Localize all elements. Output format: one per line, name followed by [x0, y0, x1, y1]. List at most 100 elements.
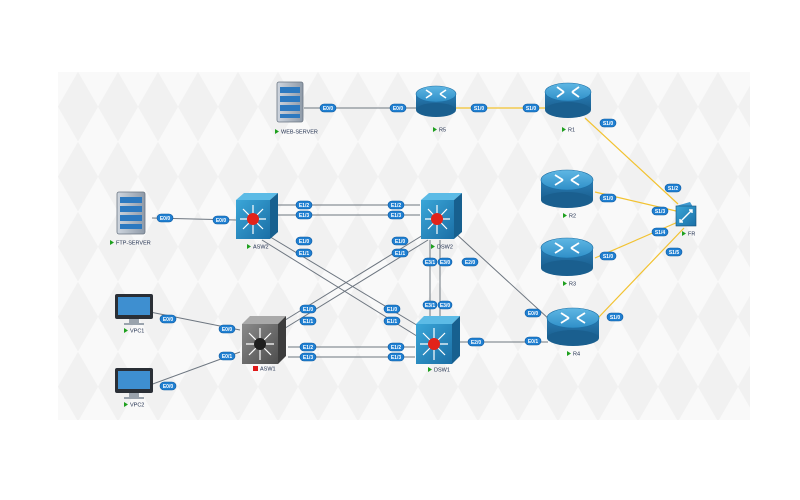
- svg-text:E0/0: E0/0: [160, 216, 171, 222]
- port-badge[interactable]: E1/0: [391, 236, 409, 246]
- port-badge[interactable]: E1/0: [299, 304, 317, 314]
- svg-text:E1/2: E1/2: [303, 345, 314, 351]
- multilayer-switch-dsw1-icon[interactable]: [416, 316, 460, 364]
- port-badge[interactable]: E1/1: [295, 248, 313, 258]
- svg-text:E0/1: E0/1: [222, 354, 233, 360]
- link-dsw2-r4[interactable]: [453, 231, 551, 321]
- label-vpc1: VPC1: [130, 329, 144, 335]
- vpc2-monitor-icon[interactable]: [115, 368, 153, 399]
- svg-text:E1/3: E1/3: [391, 213, 402, 219]
- port-badge[interactable]: E1/2: [299, 342, 317, 352]
- svg-text:E1/2: E1/2: [391, 345, 402, 351]
- port-badge[interactable]: E1/0: [383, 304, 401, 314]
- port-badge[interactable]: E1/0: [295, 236, 313, 246]
- port-badge[interactable]: E3/0: [437, 300, 453, 310]
- port-badge[interactable]: E1/2: [295, 200, 313, 210]
- label-web-server: WEB-SERVER: [281, 130, 318, 136]
- router-r5-icon[interactable]: [415, 85, 457, 117]
- port-badge[interactable]: E3/0: [437, 257, 453, 267]
- port-badge[interactable]: E0/0: [319, 103, 337, 113]
- ftp-server-icon[interactable]: [116, 191, 146, 235]
- port-badge[interactable]: E0/1: [524, 336, 542, 346]
- port-badge[interactable]: S1/3: [651, 206, 669, 216]
- port-badges: E0/0 E0/0 S1/0 S1/0 S1/0 S1/2 S1/3 S1/4 …: [156, 103, 683, 391]
- svg-text:E2/0: E2/0: [471, 340, 482, 346]
- port-badge[interactable]: E1/3: [295, 210, 313, 220]
- device-labels: WEB-SERVER R5 R1 R2 R3 R4 FR FTP-SERVER …: [110, 127, 695, 409]
- svg-text:E1/1: E1/1: [299, 251, 310, 257]
- port-badge[interactable]: S1/0: [522, 103, 540, 113]
- multilayer-switch-asw2-icon[interactable]: [236, 193, 278, 239]
- svg-text:S1/4: S1/4: [655, 230, 666, 236]
- svg-text:E1/1: E1/1: [303, 319, 314, 325]
- port-badge[interactable]: E2/0: [467, 337, 485, 347]
- link-asw2-dsw1-a[interactable]: [261, 231, 426, 331]
- frame-relay-switch-icon[interactable]: [675, 202, 697, 227]
- router-r1-icon[interactable]: [544, 82, 592, 118]
- port-badge[interactable]: S1/0: [470, 103, 488, 113]
- svg-text:S1/0: S1/0: [603, 254, 614, 260]
- port-badge[interactable]: E0/0: [212, 215, 230, 225]
- port-badge[interactable]: S1/2: [664, 183, 682, 193]
- port-badge[interactable]: S1/0: [599, 193, 617, 203]
- port-badge[interactable]: E1/3: [387, 210, 405, 220]
- label-dsw2: DSW2: [437, 245, 453, 251]
- svg-text:S1/3: S1/3: [655, 209, 666, 215]
- svg-text:E1/0: E1/0: [387, 307, 398, 313]
- port-badge[interactable]: E1/1: [391, 248, 409, 258]
- port-badge[interactable]: E1/2: [387, 200, 405, 210]
- port-badge[interactable]: S1/0: [599, 251, 617, 261]
- port-badge[interactable]: E1/2: [387, 342, 405, 352]
- svg-text:E1/3: E1/3: [303, 355, 314, 361]
- svg-text:E1/1: E1/1: [387, 319, 398, 325]
- web-server-icon[interactable]: [276, 81, 304, 123]
- label-r5: R5: [439, 128, 446, 134]
- port-badge[interactable]: E1/3: [387, 352, 405, 362]
- port-badge[interactable]: S1/0: [599, 118, 617, 128]
- link-r1-fr[interactable]: [584, 117, 679, 205]
- svg-text:E0/0: E0/0: [216, 218, 227, 224]
- svg-text:S1/0: S1/0: [526, 106, 537, 112]
- label-r1: R1: [568, 128, 575, 134]
- port-badge[interactable]: E0/1: [218, 351, 236, 361]
- label-vpc2: VPC2: [130, 403, 144, 409]
- svg-text:E3/1: E3/1: [425, 260, 436, 266]
- svg-text:E1/0: E1/0: [395, 239, 406, 245]
- port-badge[interactable]: E3/1: [422, 257, 438, 267]
- svg-text:E0/1: E0/1: [528, 339, 539, 345]
- port-badge[interactable]: E2/0: [461, 257, 479, 267]
- svg-text:E3/1: E3/1: [425, 303, 436, 309]
- multilayer-switch-asw1-icon[interactable]: [242, 316, 286, 364]
- vpc1-monitor-icon[interactable]: [115, 294, 153, 325]
- router-r3-icon[interactable]: [540, 237, 594, 276]
- label-dsw1: DSW1: [434, 368, 450, 374]
- svg-text:E1/0: E1/0: [303, 307, 314, 313]
- multilayer-switch-dsw2-icon[interactable]: [421, 193, 462, 239]
- port-badge[interactable]: S1/5: [665, 247, 683, 257]
- port-badge[interactable]: E0/0: [159, 314, 177, 324]
- port-badge[interactable]: E0/0: [159, 381, 177, 391]
- router-r4-icon[interactable]: [546, 307, 600, 346]
- svg-text:S1/2: S1/2: [668, 186, 679, 192]
- label-r2: R2: [569, 214, 576, 220]
- port-badge[interactable]: E1/3: [299, 352, 317, 362]
- label-fr: FR: [688, 232, 695, 238]
- svg-text:E1/2: E1/2: [299, 203, 310, 209]
- port-badge[interactable]: E0/0: [389, 103, 407, 113]
- router-r2-icon[interactable]: [540, 169, 594, 208]
- svg-text:E3/0: E3/0: [440, 260, 451, 266]
- port-badge[interactable]: E3/1: [422, 300, 438, 310]
- svg-text:S1/0: S1/0: [474, 106, 485, 112]
- link-r4-fr[interactable]: [597, 227, 685, 319]
- port-badge[interactable]: E0/0: [156, 213, 174, 223]
- port-badge[interactable]: E0/0: [524, 308, 542, 318]
- port-badge[interactable]: E0/0: [218, 324, 236, 334]
- port-badge[interactable]: S1/4: [651, 227, 669, 237]
- port-badge[interactable]: E1/1: [383, 316, 401, 326]
- svg-text:S1/0: S1/0: [603, 196, 614, 202]
- port-badge[interactable]: E1/1: [299, 316, 317, 326]
- svg-text:E1/1: E1/1: [395, 251, 406, 257]
- svg-text:E1/2: E1/2: [391, 203, 402, 209]
- port-badge[interactable]: S1/0: [606, 312, 624, 322]
